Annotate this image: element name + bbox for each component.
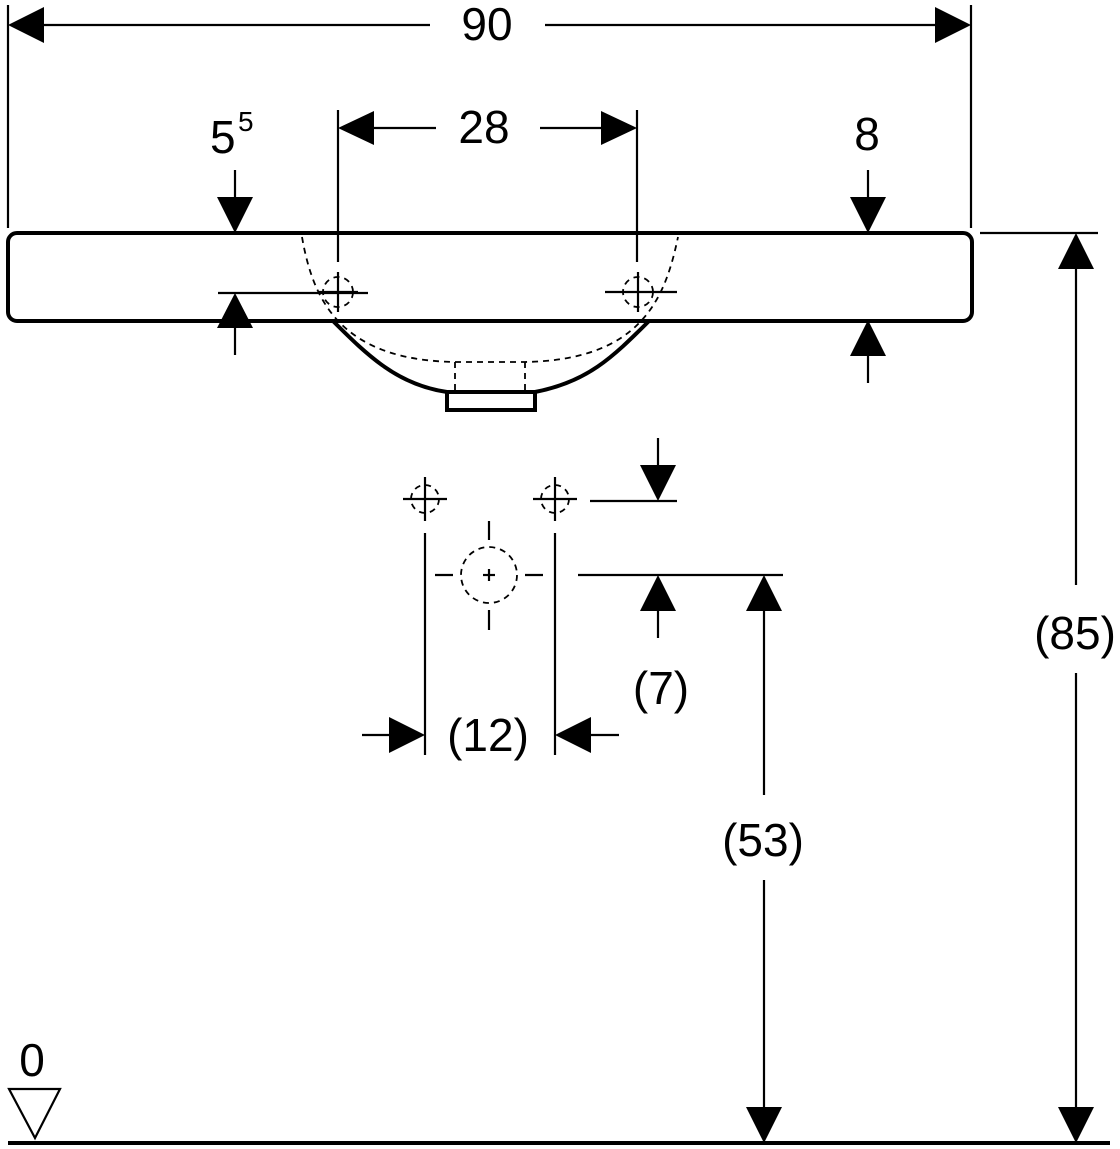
- tap-hole-spacing-label: 28: [458, 101, 509, 153]
- supply-point-left: [403, 477, 447, 521]
- hidden-bowl-contour: [301, 236, 679, 363]
- basin-slab: [6, 231, 974, 323]
- floor-level-label: 0: [19, 1034, 45, 1086]
- tap-hole-spacing-dimension: 28: [336, 101, 639, 262]
- drain-spacing-label: (12): [447, 709, 529, 761]
- washbasin-body: [6, 231, 974, 412]
- drain-height-label: (7): [633, 662, 689, 714]
- drain-connection: [435, 521, 543, 630]
- bowl-outline: [331, 319, 651, 394]
- drain-center-height-dimension: (53): [578, 573, 804, 1143]
- arrowhead-left: [8, 7, 44, 43]
- left-thickness-dimension: 5 5: [210, 106, 368, 355]
- waste-outlet: [445, 390, 537, 412]
- total-height-label: (85): [1034, 607, 1116, 659]
- arrowhead-right: [935, 7, 971, 43]
- tap-hole-right: [605, 272, 677, 312]
- total-height-dimension: (85): [980, 231, 1116, 1143]
- floor-level-marker-icon: [7, 1087, 62, 1141]
- right-thickness-label: 8: [854, 108, 880, 160]
- left-thickness-label: 5: [210, 111, 236, 163]
- drain-spacing-dimension: (12): [362, 533, 619, 761]
- right-thickness-dimension: 8: [850, 108, 886, 383]
- overall-width-dimension: 90: [6, 0, 973, 228]
- overall-width-label: 90: [461, 0, 512, 50]
- drain-center-height-label: (53): [722, 814, 804, 866]
- supply-point-right: [533, 477, 577, 521]
- floor-level: 0: [7, 1034, 1110, 1145]
- left-thickness-superscript: 5: [238, 106, 254, 137]
- tap-hole-left: [318, 272, 358, 312]
- drain-height-dimension: (7): [590, 438, 689, 714]
